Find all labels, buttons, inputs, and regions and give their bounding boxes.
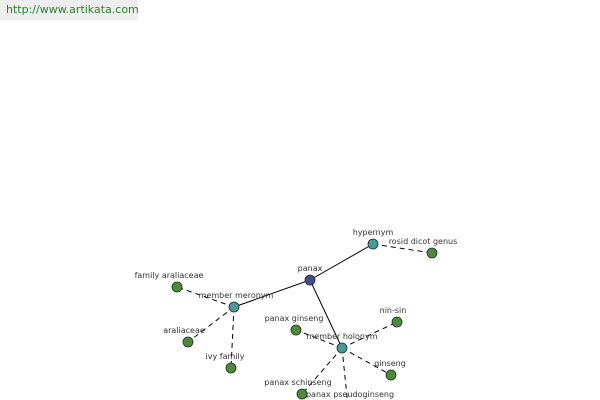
- node-label-panax-schinseng[interactable]: panax schinseng: [264, 378, 331, 387]
- edge-member-holonym-to-panax-schinseng: [301, 347, 343, 395]
- node-label-panax[interactable]: panax: [298, 264, 323, 273]
- node-panax-schinseng[interactable]: [296, 388, 308, 400]
- node-label-ginseng[interactable]: ginseng: [374, 359, 406, 368]
- node-label-panax-pseudoginseng[interactable]: panax pseudoginseng: [306, 390, 394, 399]
- edge-member-holonym-to-panax-pseudoginseng: [341, 347, 348, 400]
- node-member-holonym[interactable]: [336, 342, 348, 354]
- edge-hypernym-to-rosid-dicot-genus: [372, 243, 433, 254]
- site-link[interactable]: http://www.artikata.com: [0, 0, 139, 20]
- node-label-member-holonym[interactable]: member holonym: [306, 332, 377, 341]
- node-panax-ginseng[interactable]: [290, 324, 302, 336]
- node-label-ivy-family[interactable]: ivy family: [206, 352, 245, 361]
- node-family-araliaceae[interactable]: [171, 281, 183, 293]
- node-label-rosid-dicot-genus[interactable]: rosid dicot genus: [389, 237, 458, 246]
- edge-member-meronym-to-araliaceae: [187, 306, 235, 343]
- edge-panax-to-hypernym: [309, 243, 374, 281]
- node-hypernym[interactable]: [367, 238, 379, 250]
- node-label-hypernym[interactable]: hypernym: [353, 228, 394, 237]
- node-nin-sin[interactable]: [391, 316, 403, 328]
- node-ginseng[interactable]: [385, 369, 397, 381]
- edge-member-holonym-to-nin-sin: [341, 321, 398, 349]
- node-label-panax-ginseng[interactable]: panax ginseng: [265, 314, 324, 323]
- edge-panax-to-member-holonym: [309, 279, 343, 349]
- edge-member-meronym-to-ivy-family: [230, 306, 235, 369]
- label-layer: panax hypernym member meronym member holony…: [135, 228, 458, 399]
- node-label-nin-sin[interactable]: nin-sin: [380, 306, 407, 315]
- node-label-member-meronym[interactable]: member meronym: [199, 291, 274, 300]
- node-layer: [171, 238, 438, 400]
- node-araliaceae[interactable]: [182, 336, 194, 348]
- node-ivy-family[interactable]: [225, 362, 237, 374]
- node-member-meronym[interactable]: [228, 301, 240, 313]
- edge-member-holonym-to-ginseng: [341, 347, 392, 376]
- node-panax[interactable]: [304, 274, 316, 286]
- edge-panax-to-member-meronym: [233, 279, 311, 308]
- node-label-araliaceae[interactable]: araliaceae: [163, 326, 205, 335]
- node-rosid-dicot-genus[interactable]: [426, 247, 438, 259]
- edge-member-meronym-to-family-araliaceae: [176, 286, 235, 308]
- edge-layer: [176, 243, 433, 400]
- node-label-family-araliaceae[interactable]: family araliaceae: [135, 271, 204, 280]
